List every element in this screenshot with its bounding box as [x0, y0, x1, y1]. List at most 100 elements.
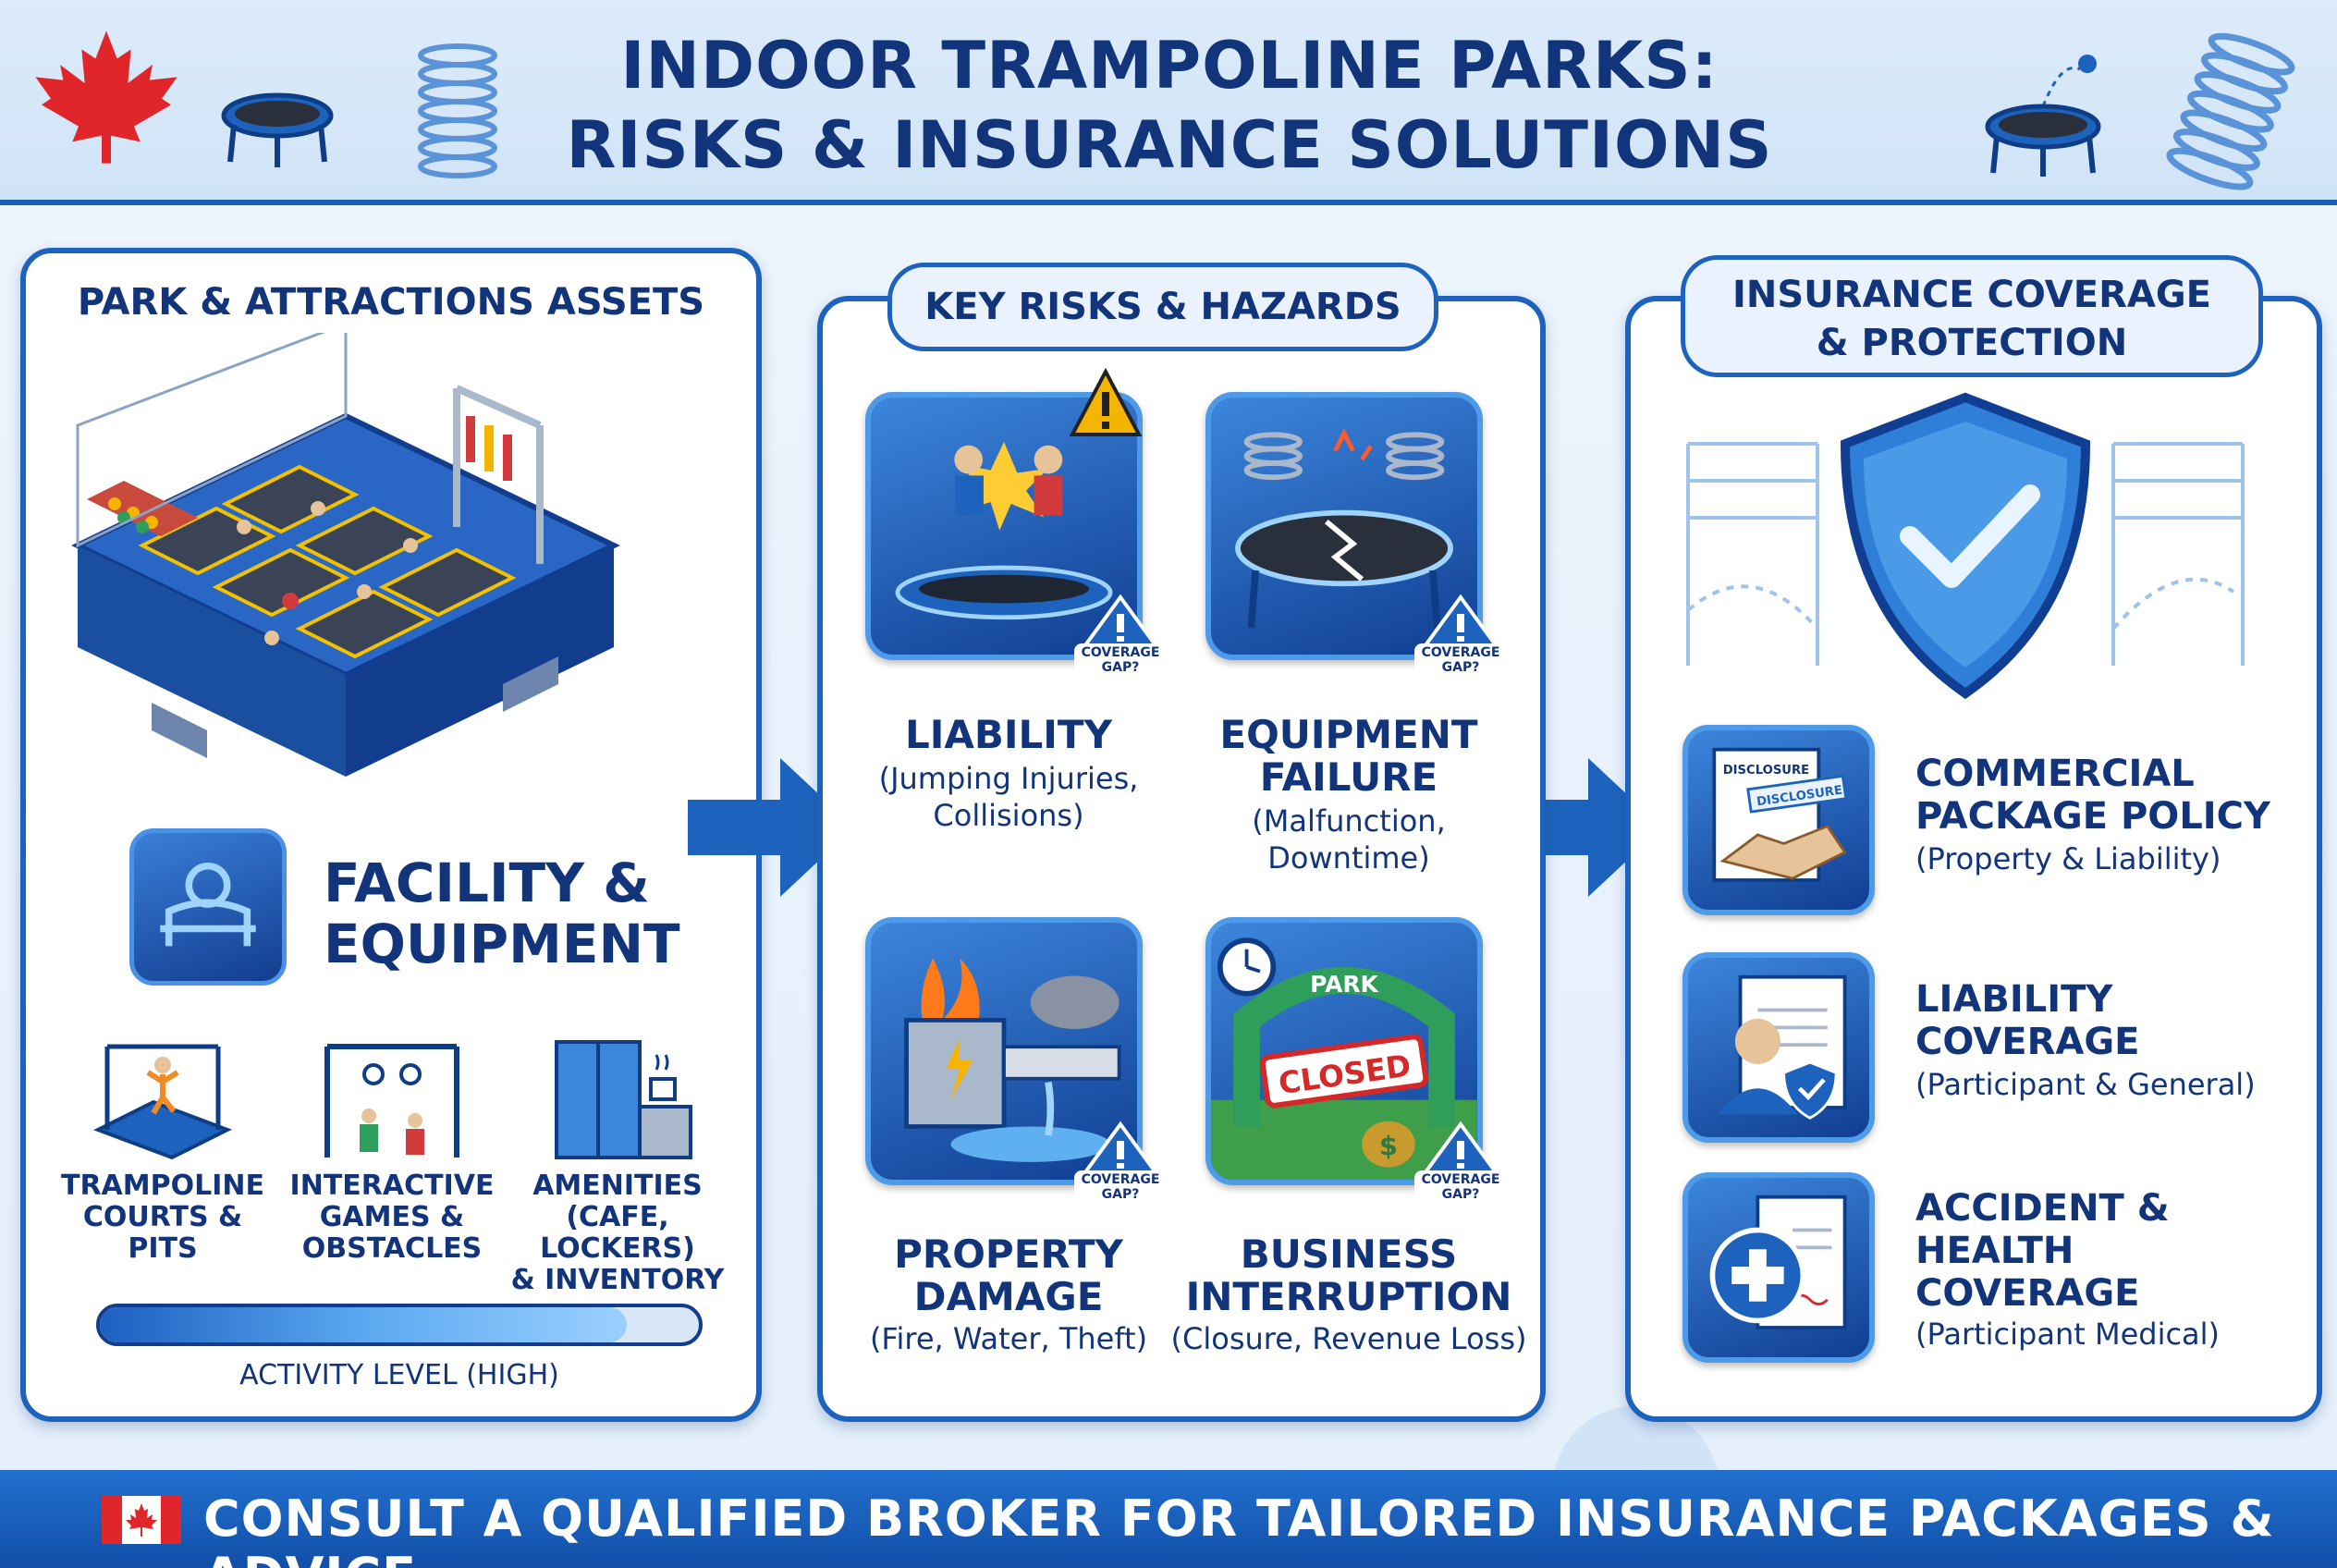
gap-text: GAP? [1101, 660, 1140, 675]
risk-subtitle: (Jumping Injuries, Collisions) [838, 760, 1180, 834]
arrow-right-icon [1496, 758, 1662, 897]
coverage-title: LIABILITY COVERAGE [1915, 978, 2139, 1063]
coverage-title-line: HEALTH [1915, 1230, 2074, 1272]
coverage-title: ACCIDENT & HEALTH COVERAGE [1915, 1187, 2170, 1315]
risk-subtitle-line: (Malfunction, [1252, 803, 1446, 839]
asset-label-games: INTERACTIVE GAMES & OBSTACLES [283, 1170, 501, 1265]
collision-icon [895, 441, 1113, 620]
coverage-title-line: COVERAGE [1915, 1021, 2140, 1063]
risk-title-line: BUSINESS [1240, 1231, 1458, 1277]
insurance-title-line: & PROTECTION [1816, 322, 2128, 364]
risk-subtitle: (Malfunction, Downtime) [1178, 802, 1520, 876]
coverage-subtitle: (Property & Liability) [1915, 841, 2221, 876]
park-sign-text: PARK [1310, 971, 1379, 998]
activity-level-label: ACTIVITY LEVEL (HIGH) [239, 1359, 559, 1391]
facility-line-1: FACILITY & [324, 851, 650, 914]
risk-subtitle: (Closure, Revenue Loss) [1170, 1321, 1527, 1356]
obstacles-icon [324, 1044, 459, 1158]
gap-text: COVERAGE [1421, 1172, 1500, 1187]
risk-title-line: INTERRUPTION [1185, 1274, 1512, 1319]
coverage-title: COMMERCIAL PACKAGE POLICY [1915, 753, 2270, 838]
arrow-right-icon [688, 758, 854, 897]
warning-icon [1082, 594, 1159, 647]
risk-card-business: PARK CLOSED $ [1205, 917, 1483, 1185]
warning-icon [1082, 1121, 1159, 1174]
canada-flag-icon [102, 1496, 181, 1544]
footer-message: CONSULT A QUALIFIED BROKER FOR TAILORED … [203, 1489, 2275, 1568]
insurance-title: INSURANCE COVERAGE & PROTECTION [1681, 255, 2263, 377]
disclosure-text: DISCLOSURE [1723, 764, 1809, 778]
park-illustration [71, 333, 620, 777]
liability-icon-card [1682, 952, 1875, 1143]
health-icon-card [1682, 1172, 1875, 1363]
trampoline-icon [221, 92, 334, 167]
risk-title-line: FAILURE [1259, 754, 1438, 800]
gap-text: COVERAGE [1421, 645, 1500, 660]
risk-title: EQUIPMENT FAILURE [1178, 714, 1520, 799]
warning-icon [1422, 1121, 1499, 1174]
risk-title: LIABILITY [905, 712, 1112, 757]
warning-icon [1422, 594, 1499, 647]
trampoline-ball-icon [1985, 55, 2101, 177]
gap-text: COVERAGE [1081, 1172, 1160, 1187]
spring-icon [418, 43, 497, 178]
asset-label-line: OBSTACLES [301, 1232, 483, 1265]
coverage-subtitle: (Participant & General) [1915, 1067, 2256, 1102]
risk-card-liability [865, 392, 1143, 660]
risk-subtitle-line: Downtime) [1267, 840, 1430, 876]
activity-level-bar [96, 1304, 703, 1346]
coverage-title-line: COMMERCIAL [1915, 753, 2195, 795]
risk-subtitle-line: Collisions) [933, 798, 1084, 833]
coverage-title-line: COVERAGE [1915, 1272, 2140, 1315]
gap-text: GAP? [1101, 1187, 1140, 1202]
insurance-title-line: INSURANCE COVERAGE [1732, 274, 2211, 316]
header-banner: INDOOR TRAMPOLINE PARKS: RISKS & INSURAN… [0, 0, 2337, 205]
fire-water-icon [904, 958, 1121, 1162]
title-line-1: INDOOR TRAMPOLINE PARKS: [620, 28, 1719, 104]
risk-subtitle-line: (Jumping Injuries, [878, 761, 1139, 796]
asset-label-line: (CAFE, LOCKERS) [540, 1201, 695, 1265]
broken-trampoline-icon [1235, 427, 1453, 629]
page-title: INDOOR TRAMPOLINE PARKS: RISKS & INSURAN… [388, 26, 1951, 185]
gap-text: GAP? [1441, 1187, 1480, 1202]
risk-title-line: PROPERTY [894, 1231, 1123, 1277]
spring-icon [2166, 32, 2295, 190]
title-line-2: RISKS & INSURANCE SOLUTIONS [566, 107, 1773, 183]
asset-label-line: TRAMPOLINE [60, 1170, 264, 1202]
closed-park-icon: PARK CLOSED $ [1211, 937, 1477, 1180]
policy-icon-card: DISCLOSURE DISCLOSURE [1682, 725, 1875, 915]
shield-check-icon [1686, 392, 2245, 700]
maple-leaf-icon [35, 31, 177, 164]
risk-title-line: DAMAGE [913, 1274, 1104, 1319]
svg-text:$: $ [1379, 1130, 1398, 1161]
asset-label-amenities: AMENITIES (CAFE, LOCKERS) & INVENTORY [488, 1170, 747, 1296]
risk-card-equipment [1205, 392, 1483, 660]
assets-title: PARK & ATTRACTIONS ASSETS [77, 281, 705, 324]
gap-text: COVERAGE [1081, 645, 1160, 660]
risk-title: BUSINESS INTERRUPTION [1159, 1233, 1538, 1318]
risk-title: PROPERTY DAMAGE [838, 1233, 1180, 1318]
facility-heading: FACILITY & EQUIPMENT [324, 852, 680, 974]
asset-label-line: AMENITIES [532, 1170, 703, 1202]
risk-title-line: EQUIPMENT [1219, 712, 1478, 757]
handshake-document-icon: DISCLOSURE DISCLOSURE [1712, 747, 1848, 882]
coverage-title-line: PACKAGE POLICY [1915, 795, 2271, 838]
gap-text: GAP? [1441, 660, 1480, 675]
activity-level-fill [100, 1307, 628, 1342]
risk-card-property [865, 917, 1143, 1185]
facility-icon [129, 828, 287, 986]
medical-cross-icon [1709, 1194, 1847, 1329]
asset-label-line: COURTS & PITS [82, 1201, 243, 1265]
asset-label-line: & INVENTORY [510, 1264, 725, 1296]
facility-line-2: EQUIPMENT [324, 913, 680, 975]
asset-label-courts: TRAMPOLINE COURTS & PITS [52, 1170, 274, 1265]
coverage-title-line: ACCIDENT & [1915, 1187, 2170, 1230]
risks-title: KEY RISKS & HAZARDS [887, 263, 1438, 351]
